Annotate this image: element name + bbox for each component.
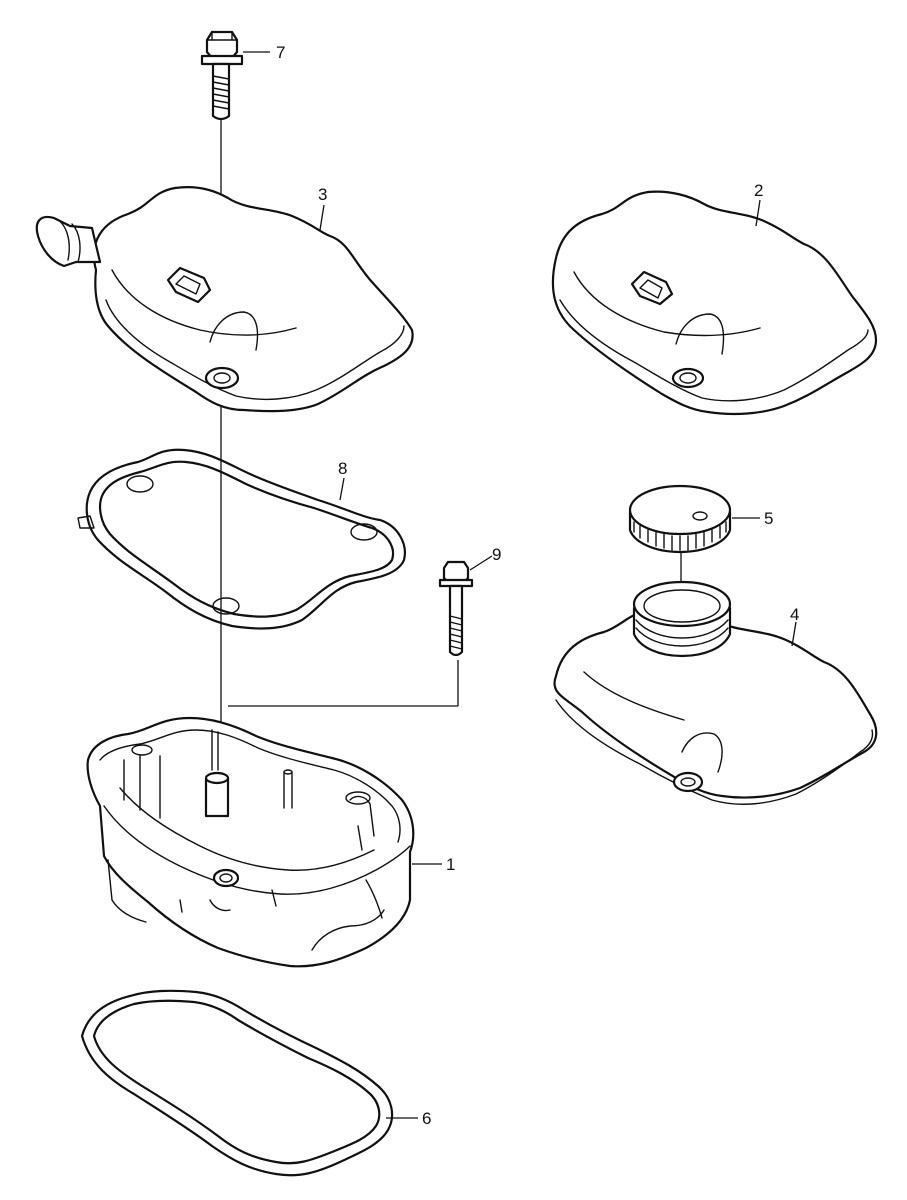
lower-gasket-drawing	[80, 989, 394, 1177]
callout-part-1: 1	[446, 855, 455, 874]
callouts: 7 3 2 8 9 5 4 1 6	[276, 43, 799, 1128]
short-bolt-drawing	[438, 560, 474, 657]
cover-oil-filler-drawing	[553, 580, 878, 805]
callout-part-8: 8	[338, 459, 347, 478]
callout-part-4: 4	[790, 605, 799, 624]
callout-part-9: 9	[492, 545, 501, 564]
cylinder-head-drawing	[86, 716, 415, 968]
callout-part-5: 5	[764, 509, 773, 528]
callout-part-3: 3	[318, 185, 327, 204]
callout-part-2: 2	[754, 181, 763, 200]
callout-part-6: 6	[422, 1109, 431, 1128]
callout-leaders	[243, 51, 797, 1119]
cover-gasket-drawing	[77, 448, 406, 630]
long-bolt-drawing	[200, 30, 244, 121]
callout-part-7: 7	[276, 43, 285, 62]
oil-filler-cap-drawing	[628, 484, 732, 554]
cover-breather-drawing	[35, 186, 414, 413]
cover-plain-drawing	[551, 190, 878, 416]
